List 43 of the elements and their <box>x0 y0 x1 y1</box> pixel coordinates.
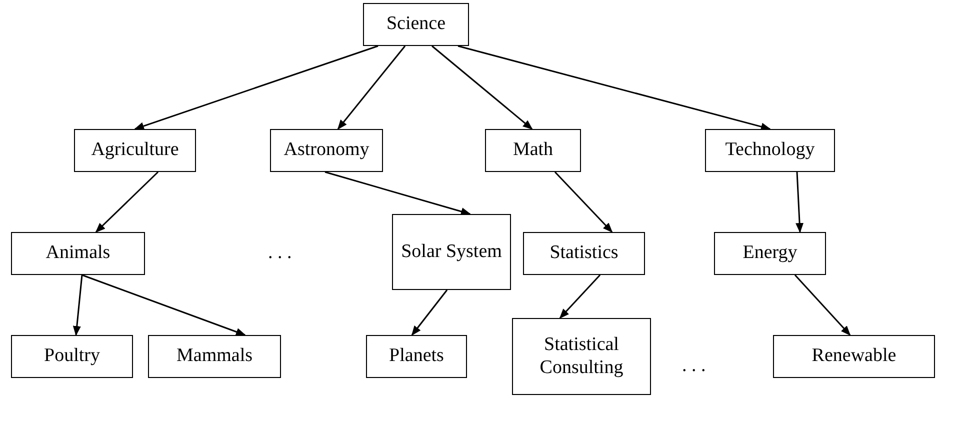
ellipsis-label: . . . <box>682 355 706 377</box>
topic-box <box>74 129 196 172</box>
arrow <box>95 171 159 233</box>
topic-label: Statistics <box>550 242 618 265</box>
arrow <box>554 171 613 233</box>
topic-label: Science <box>386 13 446 36</box>
topic-box <box>714 232 826 275</box>
topic-label: Planets <box>389 345 444 368</box>
topic-box <box>366 335 467 378</box>
arrow <box>82 274 246 336</box>
topic-label: Math <box>512 139 554 162</box>
topic-label: Animals <box>46 242 110 265</box>
topic-label: Statistical Consulting <box>538 334 624 380</box>
arrow <box>411 290 448 336</box>
topic-label: Poultry <box>44 345 100 368</box>
topic-label: Energy <box>742 242 798 265</box>
arrow <box>794 274 851 336</box>
topic-box <box>11 335 133 378</box>
arrow <box>458 45 771 131</box>
topic-box <box>773 335 935 378</box>
topic-label: Mammals <box>176 345 252 368</box>
arrow <box>324 171 471 216</box>
topic-box <box>485 129 581 172</box>
arrow <box>337 46 406 130</box>
topic-box <box>392 214 511 290</box>
topic-box <box>705 129 835 172</box>
arrow <box>432 45 533 130</box>
topic-box <box>512 318 651 395</box>
topic-label: Technology <box>725 139 815 162</box>
topic-label: Solar System <box>401 240 502 264</box>
topic-box <box>523 232 645 275</box>
arrow <box>134 45 378 130</box>
topic-box <box>11 232 145 275</box>
topic-box <box>148 335 281 378</box>
arrow <box>559 274 601 319</box>
arrow <box>796 172 804 233</box>
topic-label: Agriculture <box>91 139 179 162</box>
topic-label: Renewable <box>812 345 896 368</box>
arrow <box>72 274 83 336</box>
topic-box <box>270 129 383 172</box>
ellipsis-label: . . . <box>268 242 292 264</box>
topic-box <box>363 3 469 46</box>
topic-label: Astronomy <box>284 139 370 162</box>
